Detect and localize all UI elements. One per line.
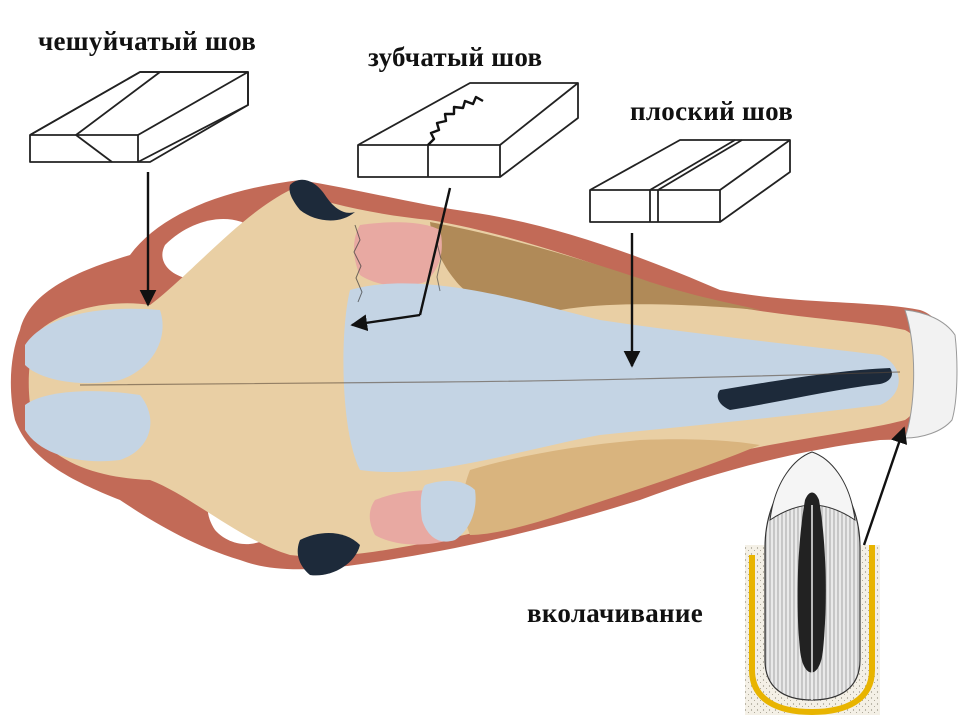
serrate-suture-line <box>353 224 363 303</box>
bone-region-blue-left-lower <box>25 391 151 462</box>
bone-region-blue-mid <box>420 480 476 542</box>
bone-region-tan-upper <box>430 222 760 313</box>
pointer-arrows <box>139 172 908 546</box>
bone-region-blue-nasal <box>343 283 899 472</box>
label-squamous-suture: чешуйчатый шов <box>38 26 257 56</box>
shadow-lower <box>297 533 360 576</box>
arrow-serrate-a <box>418 187 452 316</box>
bone-region-blue-left-upper <box>25 308 163 384</box>
squamous-suture-block <box>29 71 249 163</box>
tooth-socket <box>749 545 875 716</box>
label-gomphosis: вколачивание <box>527 598 704 628</box>
shadow-upper <box>289 179 355 221</box>
bone-region-tan-lower <box>463 439 760 535</box>
label-plane-suture: плоский шов <box>630 96 794 126</box>
serrate-suture-block <box>357 82 579 178</box>
plane-suture-block <box>589 139 791 223</box>
bone-region-pink-upper <box>354 222 442 286</box>
tooth-inset <box>745 451 880 716</box>
shadow-nasal-cleft <box>717 368 892 410</box>
label-serrate-suture: зубчатый шов <box>368 42 543 72</box>
midline-suture <box>79 371 901 386</box>
incisors <box>904 309 958 439</box>
arrow-serrate-b <box>350 313 421 332</box>
arrow-gomphosis <box>862 426 908 546</box>
skull-illustration <box>10 179 958 576</box>
